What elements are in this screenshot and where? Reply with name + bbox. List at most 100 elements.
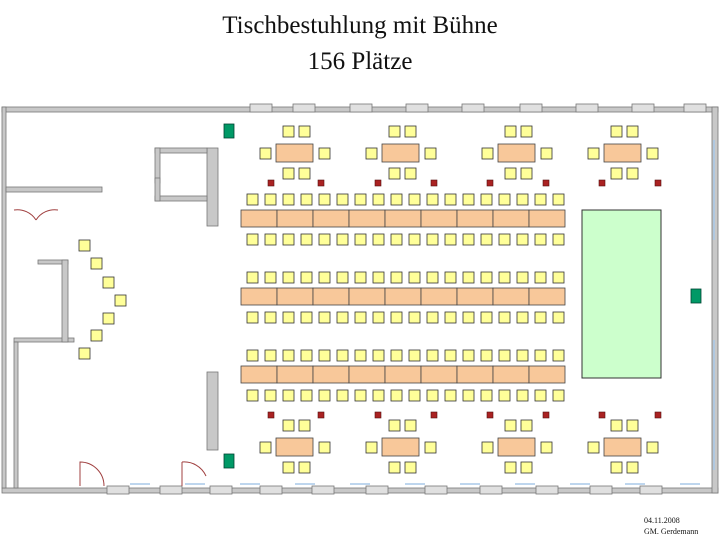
chair-icon	[300, 389, 313, 402]
long-table-segment	[492, 209, 530, 228]
pillar	[311, 485, 335, 495]
chair-icon	[78, 347, 91, 360]
chair-icon	[534, 349, 547, 362]
chair-icon	[388, 419, 401, 432]
chair-icon	[90, 257, 103, 270]
chair-icon	[516, 271, 529, 284]
chair-icon	[282, 461, 295, 474]
chair-icon	[426, 389, 439, 402]
chair-icon	[626, 461, 639, 474]
pillar-marker-icon	[317, 411, 325, 419]
windows	[130, 140, 715, 485]
exit-signs	[223, 123, 702, 469]
long-table-segment	[312, 209, 350, 228]
pillar	[159, 485, 183, 495]
chair-icon	[336, 271, 349, 284]
chair-icon	[298, 419, 311, 432]
pillar-marker-icon	[542, 411, 550, 419]
chair-icon	[424, 441, 437, 454]
chair-icon	[404, 125, 417, 138]
long-table-segment	[276, 209, 314, 228]
doors	[13, 209, 207, 487]
chair-icon	[300, 233, 313, 246]
chair-icon	[504, 461, 517, 474]
chair-icon	[354, 349, 367, 362]
pillar-marker-icon	[486, 179, 494, 187]
long-table-segment	[240, 365, 278, 384]
chair-icon	[259, 441, 272, 454]
pillar	[249, 103, 273, 113]
chair-icon	[587, 147, 600, 160]
chair-icon	[390, 311, 403, 324]
chair-icon	[610, 167, 623, 180]
chair-icon	[534, 233, 547, 246]
small-table	[603, 437, 642, 457]
chair-icon	[354, 193, 367, 206]
long-table-segment	[276, 287, 314, 306]
pillar-marker-icon	[374, 411, 382, 419]
chair-icon	[90, 329, 103, 342]
chair-icon	[390, 389, 403, 402]
chair-icon	[246, 233, 259, 246]
chair-icon	[372, 311, 385, 324]
small-table	[381, 143, 420, 163]
chair-icon	[282, 125, 295, 138]
chair-icon	[444, 271, 457, 284]
chair-icon	[534, 193, 547, 206]
chair-icon	[408, 271, 421, 284]
chair-icon	[480, 193, 493, 206]
chair-icon	[520, 419, 533, 432]
pillar	[589, 485, 613, 495]
chair-icon	[481, 147, 494, 160]
chair-icon	[424, 147, 437, 160]
chair-icon	[516, 233, 529, 246]
long-table-segment	[312, 287, 350, 306]
long-table-segment	[456, 209, 494, 228]
chair-icon	[480, 233, 493, 246]
chair-icon	[390, 233, 403, 246]
chair-icon	[498, 193, 511, 206]
chair-icon	[520, 461, 533, 474]
chairs	[78, 125, 659, 474]
chair-icon	[444, 311, 457, 324]
chair-icon	[540, 147, 553, 160]
pillar-marker-icon	[374, 179, 382, 187]
chair-icon	[246, 193, 259, 206]
chair-icon	[426, 349, 439, 362]
chair-icon	[390, 193, 403, 206]
door-icon	[181, 461, 207, 486]
wall-segment	[206, 147, 219, 227]
chair-icon	[388, 167, 401, 180]
chair-icon	[365, 147, 378, 160]
long-table-segment	[492, 365, 530, 384]
chair-icon	[102, 312, 115, 325]
long-table-segment	[348, 365, 386, 384]
chair-icon	[520, 125, 533, 138]
chair-icon	[520, 167, 533, 180]
stage	[581, 209, 662, 379]
chair-icon	[426, 193, 439, 206]
chair-icon	[282, 271, 295, 284]
long-table-segment	[384, 209, 422, 228]
chair-icon	[552, 349, 565, 362]
wall-segment	[154, 147, 208, 154]
chair-icon	[626, 419, 639, 432]
chair-icon	[246, 389, 259, 402]
chair-icon	[336, 349, 349, 362]
long-table-segment	[420, 209, 458, 228]
chair-icon	[408, 311, 421, 324]
chair-icon	[282, 419, 295, 432]
long-table-segment	[528, 209, 566, 228]
chair-icon	[498, 311, 511, 324]
chair-icon	[462, 311, 475, 324]
pillar-marker-icon	[267, 411, 275, 419]
chair-icon	[78, 239, 91, 252]
long-table-segment	[240, 209, 278, 228]
chair-icon	[552, 389, 565, 402]
chair-icon	[336, 233, 349, 246]
chair-icon	[462, 349, 475, 362]
long-table-segment	[312, 365, 350, 384]
chair-icon	[444, 233, 457, 246]
chair-icon	[498, 233, 511, 246]
chair-icon	[498, 271, 511, 284]
